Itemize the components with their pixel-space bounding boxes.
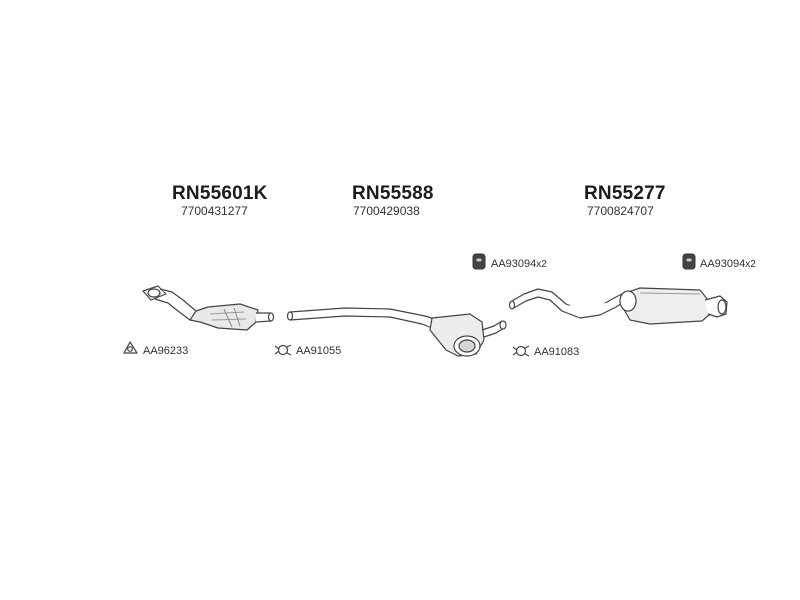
accessory-code: AA93094: [491, 258, 537, 270]
part-number-rear-silencer: RN55277: [584, 183, 666, 204]
accessory-code: AA91055: [296, 345, 342, 357]
oe-number-catalytic-converter: 7700431277: [181, 204, 248, 218]
rear-silencer-drawing: [508, 287, 728, 325]
accessory-quantity: x2: [536, 259, 547, 270]
accessory-code: AA96233: [143, 345, 189, 357]
clamp-icon: [274, 344, 292, 356]
rubber-hanger-icon: [682, 253, 696, 270]
accessory-label-clamp-front: AA91055: [296, 345, 341, 357]
oe-number-rear-silencer: 7700824707: [587, 204, 654, 218]
accessory-code: AA91083: [534, 346, 580, 358]
oe-number-middle-silencer: 7700429038: [353, 204, 420, 218]
part-number-catalytic-converter: RN55601K: [172, 183, 268, 204]
gasket-icon: [123, 341, 138, 354]
rubber-hanger-icon: [472, 253, 486, 270]
middle-silencer-drawing: [286, 307, 507, 357]
accessory-label-hanger-rear: AA93094x2: [700, 258, 756, 270]
clamp-icon: [512, 345, 530, 357]
accessory-label-clamp-rear: AA91083: [534, 346, 579, 358]
part-number-middle-silencer: RN55588: [352, 183, 434, 204]
accessory-label-hanger-middle: AA93094x2: [491, 258, 547, 270]
catalytic-converter-drawing: [142, 285, 275, 331]
accessory-label-gasket: AA96233: [143, 345, 188, 357]
accessory-code: AA93094: [700, 258, 746, 270]
accessory-quantity: x2: [745, 259, 756, 270]
